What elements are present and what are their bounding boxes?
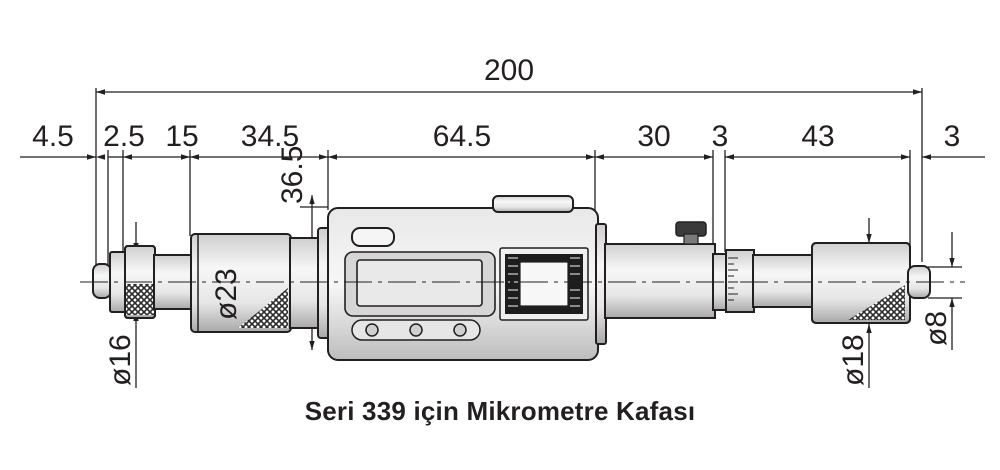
dimension-lines bbox=[20, 88, 985, 388]
dim-3-left: 3 bbox=[712, 120, 729, 153]
figure-caption: Seri 339 için Mikrometre Kafası bbox=[304, 396, 696, 426]
dim-64-5: 64.5 bbox=[433, 120, 491, 153]
dim-36-5: 36.5 bbox=[276, 146, 309, 204]
dim-43: 43 bbox=[801, 120, 834, 153]
dim-30: 30 bbox=[637, 120, 670, 153]
dia-8: ø8 bbox=[920, 311, 953, 346]
dia-18: ø18 bbox=[837, 334, 870, 386]
lcd-display bbox=[356, 259, 483, 307]
micrometer-head bbox=[92, 195, 931, 361]
mode-button bbox=[365, 323, 379, 337]
dim-34-5: 34.5 bbox=[241, 120, 299, 153]
zero-button bbox=[409, 323, 423, 337]
scale-sleeve bbox=[725, 249, 755, 313]
dia-23: ø23 bbox=[210, 268, 243, 320]
hold-button bbox=[453, 323, 467, 337]
small-button bbox=[351, 227, 395, 247]
dim-3-right: 3 bbox=[944, 120, 961, 153]
dim-15: 15 bbox=[165, 120, 198, 153]
dia-16: ø16 bbox=[104, 334, 137, 386]
barrel bbox=[604, 243, 716, 319]
dim-overall: 200 bbox=[484, 54, 534, 87]
dim-4-5: 4.5 bbox=[32, 120, 74, 153]
top-button bbox=[492, 195, 574, 213]
left-spindle-tip bbox=[92, 263, 112, 299]
dim-2-5: 2.5 bbox=[103, 120, 145, 153]
